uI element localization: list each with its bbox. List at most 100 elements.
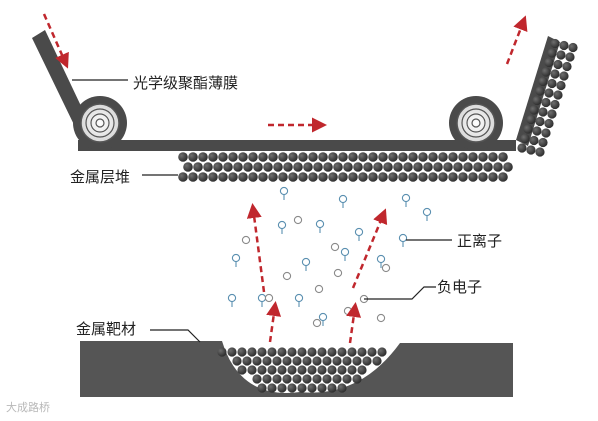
leader-lines [72,79,452,343]
metal-atom [278,152,288,162]
metal-atom [550,99,560,110]
metal-atom [438,152,448,162]
electron [293,215,303,225]
metal-atom [258,172,268,182]
target-atom [287,365,297,375]
metal-atom [547,109,557,119]
right-roller [449,96,503,150]
motion-arrows [42,13,528,344]
positive-ion [277,220,287,234]
metal-atom [333,162,343,172]
target-atom [332,374,342,384]
electron [312,318,322,328]
target-atom [307,365,317,375]
metal-atom [328,152,338,162]
target-leader [150,329,201,343]
target-atom [247,365,257,375]
target-atom [297,347,307,357]
metal-atom [523,124,533,134]
metal-atom [541,67,551,77]
metal-atom [263,162,273,172]
metal-atom [363,162,373,172]
electron [376,313,386,323]
metal-atom [358,152,368,162]
metal-atom [373,162,383,172]
metal-atom [498,152,508,162]
metal-atom [562,61,572,72]
metal-atom [473,162,483,172]
sputter-arrow-1 [246,203,266,293]
target-atom [257,347,267,357]
metal-atom [293,162,303,172]
positive-ion [294,293,304,307]
metal-atom [458,172,468,182]
target-atom [297,383,307,393]
electron [333,268,343,278]
metal-atom [268,152,278,162]
target-atom [277,383,287,393]
metal-atom [428,152,438,162]
target-atom [287,347,297,357]
metal-atom [458,152,468,162]
target-atom [262,374,272,384]
metal-atom [428,172,438,182]
metal-atom [403,162,413,172]
target-atom [337,365,347,375]
target-atom [292,374,302,384]
metal-atom [529,135,539,146]
film-label: 光学级聚酯薄膜 [133,74,239,92]
sputter-arrow-4 [346,302,362,344]
metal-atom [468,172,478,182]
target-atom [362,356,372,366]
metal-atom [550,69,560,79]
target-atom [272,356,282,366]
target-atom [347,365,357,375]
metal-atom [208,172,218,182]
metal-atom [178,172,188,182]
metal-atom [183,162,193,172]
metal-atom [383,162,393,172]
metal-atom [538,137,548,148]
metal-atom [544,118,554,129]
positive-ion [315,219,325,233]
metal-atom [188,152,198,162]
metal-atom [258,152,268,162]
metal-atom [378,172,388,182]
target-atom [297,365,307,375]
metal-atom [328,172,338,182]
metal-atom [541,97,551,108]
target-atom [352,356,362,366]
target-atom [247,347,257,357]
metal-atom [193,162,203,172]
target-atom [327,365,337,375]
metal-atom [233,162,243,172]
electron [241,235,251,245]
electron [381,263,391,273]
metal-atom [318,152,328,162]
metal-atom [343,162,353,172]
target-atom [332,356,342,366]
target-atom [267,365,277,375]
metal-atom [323,162,333,172]
metal-atom [535,147,545,157]
metal-atom [248,172,258,182]
target-atom [237,347,247,357]
metal-atom [368,152,378,162]
target-atom [342,374,352,384]
metal-atom [556,50,566,60]
metal-atom [298,172,308,182]
metal-atom [538,107,548,117]
electron-label: 负电子 [437,278,483,296]
metal-atom [483,162,493,172]
target-atom [252,356,262,366]
metal-atom [526,145,536,155]
target-atom [242,356,252,366]
metal-stack-label: 金属层堆 [70,168,131,186]
metal-atom [448,152,458,162]
metal-atom [565,52,575,62]
target-atom [287,383,297,393]
positive-ion [376,254,386,268]
metal-atom [498,172,508,182]
metal-atom [198,152,208,162]
positive-ion [231,253,241,267]
